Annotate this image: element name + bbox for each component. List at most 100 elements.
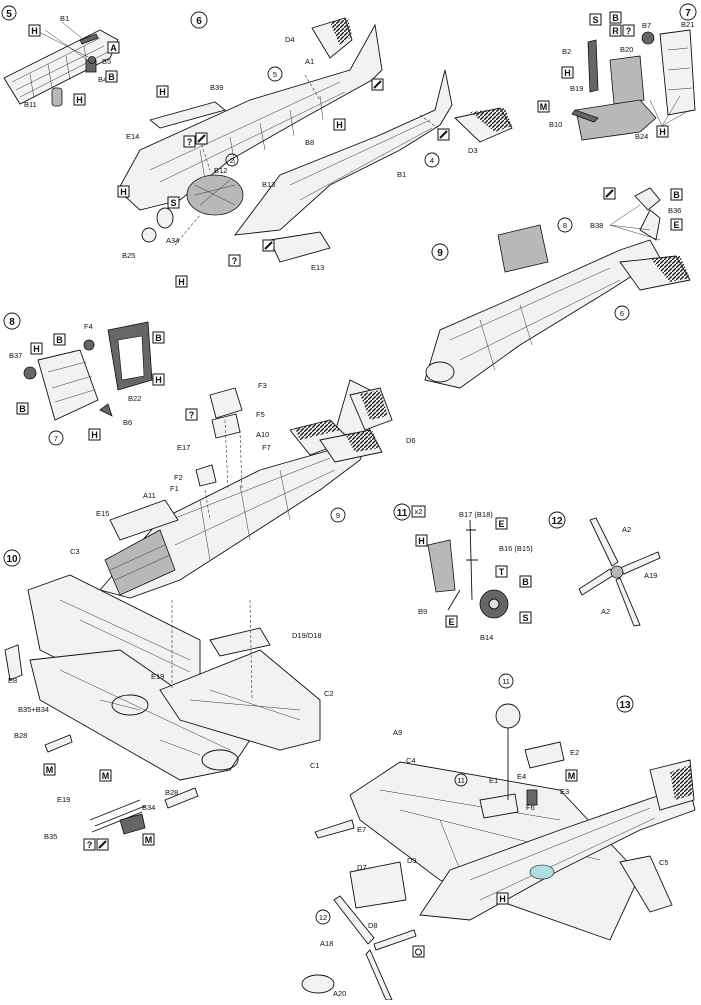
step-number: 10 bbox=[6, 554, 18, 565]
part-E3 bbox=[526, 789, 538, 806]
step-number: 6 bbox=[196, 16, 202, 27]
ref-4: 4 bbox=[430, 156, 434, 165]
label-B36: B36 bbox=[668, 206, 681, 215]
label-C5: C5 bbox=[659, 858, 669, 867]
box-M: M bbox=[145, 835, 153, 845]
box-question: ? bbox=[87, 840, 93, 850]
ref-12: 12 bbox=[319, 913, 327, 922]
part-D7 bbox=[349, 861, 407, 909]
box-B: B bbox=[108, 72, 115, 82]
spinner-A34 bbox=[156, 207, 174, 229]
part-D19-D18 bbox=[209, 627, 271, 657]
box-E: E bbox=[498, 519, 504, 529]
label-A11: A11 bbox=[143, 491, 156, 500]
blade-left bbox=[578, 568, 615, 596]
label-C2: C2 bbox=[324, 689, 334, 698]
label-B7: B7 bbox=[642, 21, 651, 30]
step-12: 12 A2 A19 A2 bbox=[548, 511, 661, 627]
label-E14: E14 bbox=[126, 132, 139, 141]
label-B14: B14 bbox=[480, 633, 493, 642]
wing-lower-C1 bbox=[29, 649, 251, 781]
box-H: H bbox=[564, 68, 571, 78]
label-B12: B12 bbox=[214, 166, 227, 175]
step-number: 11 bbox=[397, 508, 408, 519]
floor-B24 bbox=[575, 99, 657, 141]
label-A9: A9 bbox=[393, 728, 402, 737]
ref-5: 5 bbox=[273, 70, 277, 79]
label-A19: A19 bbox=[644, 571, 657, 580]
part-B28 bbox=[44, 734, 73, 753]
label-B1: B1 bbox=[397, 170, 406, 179]
label-E7: E7 bbox=[357, 825, 366, 834]
label-A34: A34 bbox=[166, 236, 179, 245]
label-E4: E4 bbox=[517, 772, 526, 781]
step-13: 13 11 11 12 A9 C4 E2 E4 E1 E3 F6 C5 D7 D… bbox=[301, 673, 696, 1001]
step-11: 11 x2 B17 (B18) B16 (B15) B9 B14 H E T B… bbox=[393, 503, 533, 642]
part-B34 bbox=[119, 813, 146, 835]
fuselage-assembled bbox=[424, 239, 661, 389]
step-7: 7 B2 B7 B21 B20 B19 B10 B24 S B R ? H M … bbox=[537, 3, 697, 141]
label-B39: B39 bbox=[210, 83, 223, 92]
box-S: S bbox=[170, 198, 176, 208]
label-F5: F5 bbox=[256, 410, 265, 419]
label-B25: B25 bbox=[122, 251, 135, 260]
box-H: H bbox=[418, 536, 425, 546]
gear-door-B17 bbox=[427, 539, 456, 593]
part-C5 bbox=[619, 855, 673, 913]
part-B10 bbox=[571, 109, 599, 123]
box-R: R bbox=[612, 26, 619, 36]
box-B: B bbox=[522, 577, 529, 587]
label-B2: B2 bbox=[562, 47, 571, 56]
step-6: 6 2 5 4 D4 A1 B39 E14 B8 B12 B13 A34 B25… bbox=[117, 11, 513, 288]
label-F4: F4 bbox=[84, 322, 93, 331]
label-F2: F2 bbox=[174, 473, 183, 482]
box-T: T bbox=[499, 567, 505, 577]
label-C4: C4 bbox=[406, 756, 416, 765]
prop-blade bbox=[373, 929, 417, 951]
label-A2: A2 bbox=[622, 525, 631, 534]
step-8: 8 7 F4 B37 B22 B6 B B H B H H bbox=[3, 312, 165, 446]
label-D6: D6 bbox=[406, 436, 416, 445]
part-F4 bbox=[83, 339, 95, 351]
panel-E13 bbox=[269, 231, 331, 263]
box-H: H bbox=[31, 26, 38, 36]
fuselage-right-half bbox=[234, 69, 453, 236]
label-E17: E17 bbox=[177, 443, 190, 452]
box-H: H bbox=[33, 344, 40, 354]
label-A1: A1 bbox=[305, 57, 314, 66]
box-question: ? bbox=[232, 256, 238, 266]
label-F1: F1 bbox=[170, 484, 179, 493]
label-F7: F7 bbox=[262, 443, 271, 452]
part-E1 bbox=[479, 793, 519, 819]
step-number: 12 bbox=[551, 516, 563, 527]
prop-hub-B25 bbox=[141, 227, 157, 243]
box-H: H bbox=[91, 430, 98, 440]
spinner-A20 bbox=[301, 974, 335, 994]
wheel-assembly bbox=[495, 703, 521, 729]
label-B28: B28 bbox=[165, 788, 178, 797]
label-B28: B28 bbox=[14, 731, 27, 740]
blade-A2-top bbox=[589, 517, 619, 567]
part-B28-right bbox=[164, 787, 199, 809]
cowling-E15 bbox=[109, 499, 179, 541]
box-B: B bbox=[673, 190, 680, 200]
ref-7: 7 bbox=[54, 434, 58, 443]
box-M: M bbox=[540, 102, 548, 112]
label-B11: B11 bbox=[24, 100, 37, 109]
bulkhead-B21 bbox=[659, 29, 696, 116]
box-H: H bbox=[76, 95, 83, 105]
step-5: 5 B1 B5 B4 B11 H A B H bbox=[1, 5, 120, 109]
label-B19: B19 bbox=[570, 84, 583, 93]
quantity-badge: x2 bbox=[415, 507, 423, 516]
box-B: B bbox=[612, 13, 619, 23]
box-question: ? bbox=[189, 410, 195, 420]
label-F6: F6 bbox=[526, 803, 535, 812]
box-B: B bbox=[56, 335, 63, 345]
prop-blade bbox=[365, 949, 393, 1001]
step-9: 9 8 6 B36 B38 B E bbox=[424, 187, 691, 389]
step-number: 9 bbox=[437, 248, 443, 259]
label-B9: B9 bbox=[418, 607, 427, 616]
box-H: H bbox=[120, 187, 127, 197]
step-10: 10 C3 D19/D18 E8 E19 B35+B34 C2 B28 C1 E… bbox=[3, 547, 366, 851]
label-E19: E19 bbox=[151, 672, 164, 681]
